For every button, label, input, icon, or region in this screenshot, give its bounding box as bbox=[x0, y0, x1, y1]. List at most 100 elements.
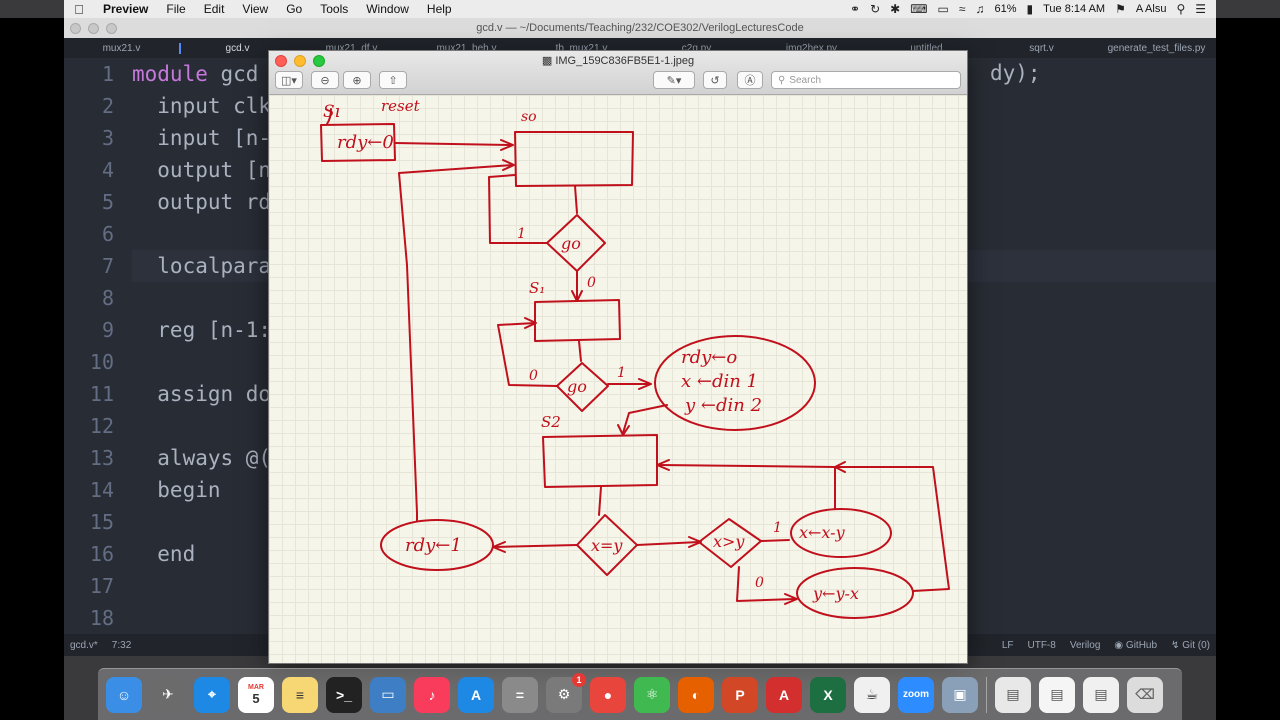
suby-return-arrow bbox=[834, 466, 950, 592]
dock-terminal-icon[interactable]: >_ bbox=[326, 676, 362, 713]
status-cursor-position[interactable]: 7:32 bbox=[111, 639, 132, 651]
dock-window-thumbnail[interactable]: ▤ bbox=[1083, 676, 1119, 713]
dock-calculator-icon[interactable]: = bbox=[502, 676, 538, 713]
menu-go[interactable]: Go bbox=[286, 2, 303, 16]
tab-img2hex[interactable]: img2hex.py bbox=[785, 42, 838, 54]
dock-keynote-icon[interactable]: ▭ bbox=[370, 676, 406, 713]
clock[interactable]: Tue 8:14 AM bbox=[1043, 3, 1106, 15]
dock-atom-icon[interactable]: ⚛ bbox=[634, 676, 670, 713]
spotlight-icon[interactable]: ⚲ bbox=[1176, 2, 1186, 16]
flag-icon[interactable]: ⚑ bbox=[1115, 2, 1126, 16]
menu-view[interactable]: View bbox=[242, 2, 269, 16]
search-field[interactable]: ⚲ Search bbox=[771, 71, 961, 89]
dock-window-thumbnail[interactable]: ▤ bbox=[995, 676, 1031, 713]
editor-close-button[interactable] bbox=[70, 22, 81, 34]
battery-percent[interactable]: 61% bbox=[994, 3, 1017, 15]
status-line-ending[interactable]: LF bbox=[1001, 639, 1014, 651]
markup-toolbar-button[interactable]: Ⓐ bbox=[737, 71, 763, 89]
tab-sqrt[interactable]: sqrt.v bbox=[1029, 42, 1054, 54]
tab-tb-mux21[interactable]: tb_mux21.v bbox=[555, 42, 608, 54]
preview-minimize-button[interactable] bbox=[294, 55, 306, 67]
dock-zoom-icon[interactable]: zoom bbox=[898, 676, 934, 713]
bluetooth-icon[interactable]: ✱ bbox=[890, 2, 901, 16]
tab-gcd[interactable]: gcd.v bbox=[179, 42, 294, 54]
decision-eq bbox=[576, 514, 638, 576]
menu-help[interactable]: Help bbox=[426, 2, 452, 16]
dock-app-store-icon[interactable]: A bbox=[458, 676, 494, 713]
code-line-9[interactable]: reg [n-1: bbox=[132, 314, 1216, 346]
dock-notes-icon[interactable]: ≡ bbox=[282, 676, 318, 713]
done-ellipse bbox=[380, 519, 494, 571]
time-machine-icon[interactable]: ↻ bbox=[870, 2, 881, 16]
code-line-3[interactable]: input [n- bbox=[132, 122, 1216, 154]
code-line-4[interactable]: output [n bbox=[132, 154, 1216, 186]
dock-preview-icon[interactable]: ▣ bbox=[942, 676, 978, 713]
menu-app-name[interactable]: Preview bbox=[103, 2, 149, 16]
control-center-icon[interactable]: ☰ bbox=[1195, 2, 1206, 16]
dock-music-icon[interactable]: ♪ bbox=[414, 676, 450, 713]
dock-finder-icon[interactable]: ☺ bbox=[106, 676, 142, 713]
menu-window[interactable]: Window bbox=[366, 2, 409, 16]
status-github[interactable]: ◉ GitHub bbox=[1114, 640, 1157, 651]
dock-window-thumbnail[interactable]: ▤ bbox=[1039, 676, 1075, 713]
rotate-button[interactable]: ↺ bbox=[703, 71, 727, 89]
rotate-icon: ↺ bbox=[710, 74, 720, 87]
editor-minimize-button[interactable] bbox=[88, 22, 99, 34]
dock-safari-icon[interactable]: ⌖ bbox=[194, 676, 230, 713]
dock-powerpoint-icon[interactable]: P bbox=[722, 676, 758, 713]
code-line-5[interactable]: output rd bbox=[132, 186, 1216, 218]
zoom-in-button[interactable]: ⊕ bbox=[343, 71, 371, 89]
code-line-1[interactable]: module gcd bbox=[132, 58, 1216, 90]
status-git[interactable]: ↯ Git (0) bbox=[1171, 640, 1210, 651]
return-loop-line bbox=[398, 164, 514, 514]
s1-to-go2-arrow bbox=[578, 340, 582, 362]
dock-app-glyph: P bbox=[735, 686, 745, 703]
volume-icon[interactable]: ♫ bbox=[975, 2, 985, 16]
tab-mux21[interactable]: mux21.v bbox=[102, 42, 141, 54]
menu-edit[interactable]: Edit bbox=[203, 2, 225, 16]
dock-java-icon[interactable]: ☕ bbox=[854, 676, 890, 713]
dock-chrome-icon[interactable]: ● bbox=[590, 676, 626, 713]
user-name[interactable]: A Alsu bbox=[1135, 3, 1167, 15]
code-line-16[interactable]: end bbox=[132, 538, 1216, 570]
menu-file[interactable]: File bbox=[166, 2, 186, 16]
dock-acrobat-icon[interactable]: A bbox=[766, 676, 802, 713]
tab-generate-test-files[interactable]: generate_test_files.py bbox=[1107, 42, 1206, 54]
zoom-out-button[interactable]: ⊖ bbox=[311, 71, 339, 89]
apple-menu-icon[interactable]:  bbox=[64, 2, 94, 17]
wifi-icon[interactable]: ≈ bbox=[958, 2, 966, 16]
code-line-11[interactable]: assign do bbox=[132, 378, 1216, 410]
dock-excel-icon[interactable]: X bbox=[810, 676, 846, 713]
editor-zoom-button[interactable] bbox=[106, 22, 117, 34]
dock-launchpad-icon[interactable]: ✈ bbox=[150, 676, 186, 713]
preview-close-button[interactable] bbox=[275, 55, 287, 67]
keyboard-icon[interactable]: ⌨ bbox=[910, 2, 928, 16]
markup-pen-button[interactable]: ✎▾ bbox=[653, 71, 695, 89]
tab-c2q[interactable]: c2q.py bbox=[681, 42, 712, 54]
status-grammar[interactable]: Verilog bbox=[1069, 639, 1101, 651]
share-button[interactable]: ⇧ bbox=[379, 71, 407, 89]
right-letterbox bbox=[1216, 18, 1280, 720]
tab-untitled[interactable]: untitled bbox=[910, 42, 943, 54]
search-placeholder: Search bbox=[789, 74, 822, 86]
code-line-2[interactable]: input clk bbox=[132, 90, 1216, 122]
menu-tools[interactable]: Tools bbox=[320, 2, 349, 16]
code-line-14[interactable]: begin bbox=[132, 474, 1216, 506]
image-canvas[interactable]: Sı reset so S₁ S2 rdy←0 go go 1 0 0 1 rd… bbox=[269, 95, 967, 663]
vpn-icon[interactable]: ⚭ bbox=[850, 2, 861, 16]
dock-system-preferences-icon[interactable]: ⚙1 bbox=[546, 672, 586, 713]
dock-firefox-icon[interactable]: ◐ bbox=[678, 676, 714, 713]
airplay-icon[interactable]: ▭ bbox=[937, 2, 949, 16]
battery-icon[interactable]: ▮ bbox=[1026, 2, 1034, 16]
status-file-name[interactable]: gcd.v* bbox=[70, 639, 98, 651]
preview-zoom-button[interactable] bbox=[313, 55, 325, 67]
label-edge-0: 0 bbox=[587, 275, 596, 291]
tab-mux21-df[interactable]: mux21_df.v bbox=[325, 42, 378, 54]
status-encoding[interactable]: UTF-8 bbox=[1027, 639, 1056, 651]
trash-icon[interactable]: ⌫ bbox=[1127, 676, 1163, 713]
code-line-13[interactable]: always @( bbox=[132, 442, 1216, 474]
line-number: 4 bbox=[101, 158, 114, 182]
tab-mux21-beh[interactable]: mux21_beh.v bbox=[436, 42, 497, 54]
sidebar-toggle-button[interactable]: ◫▾ bbox=[275, 71, 303, 89]
